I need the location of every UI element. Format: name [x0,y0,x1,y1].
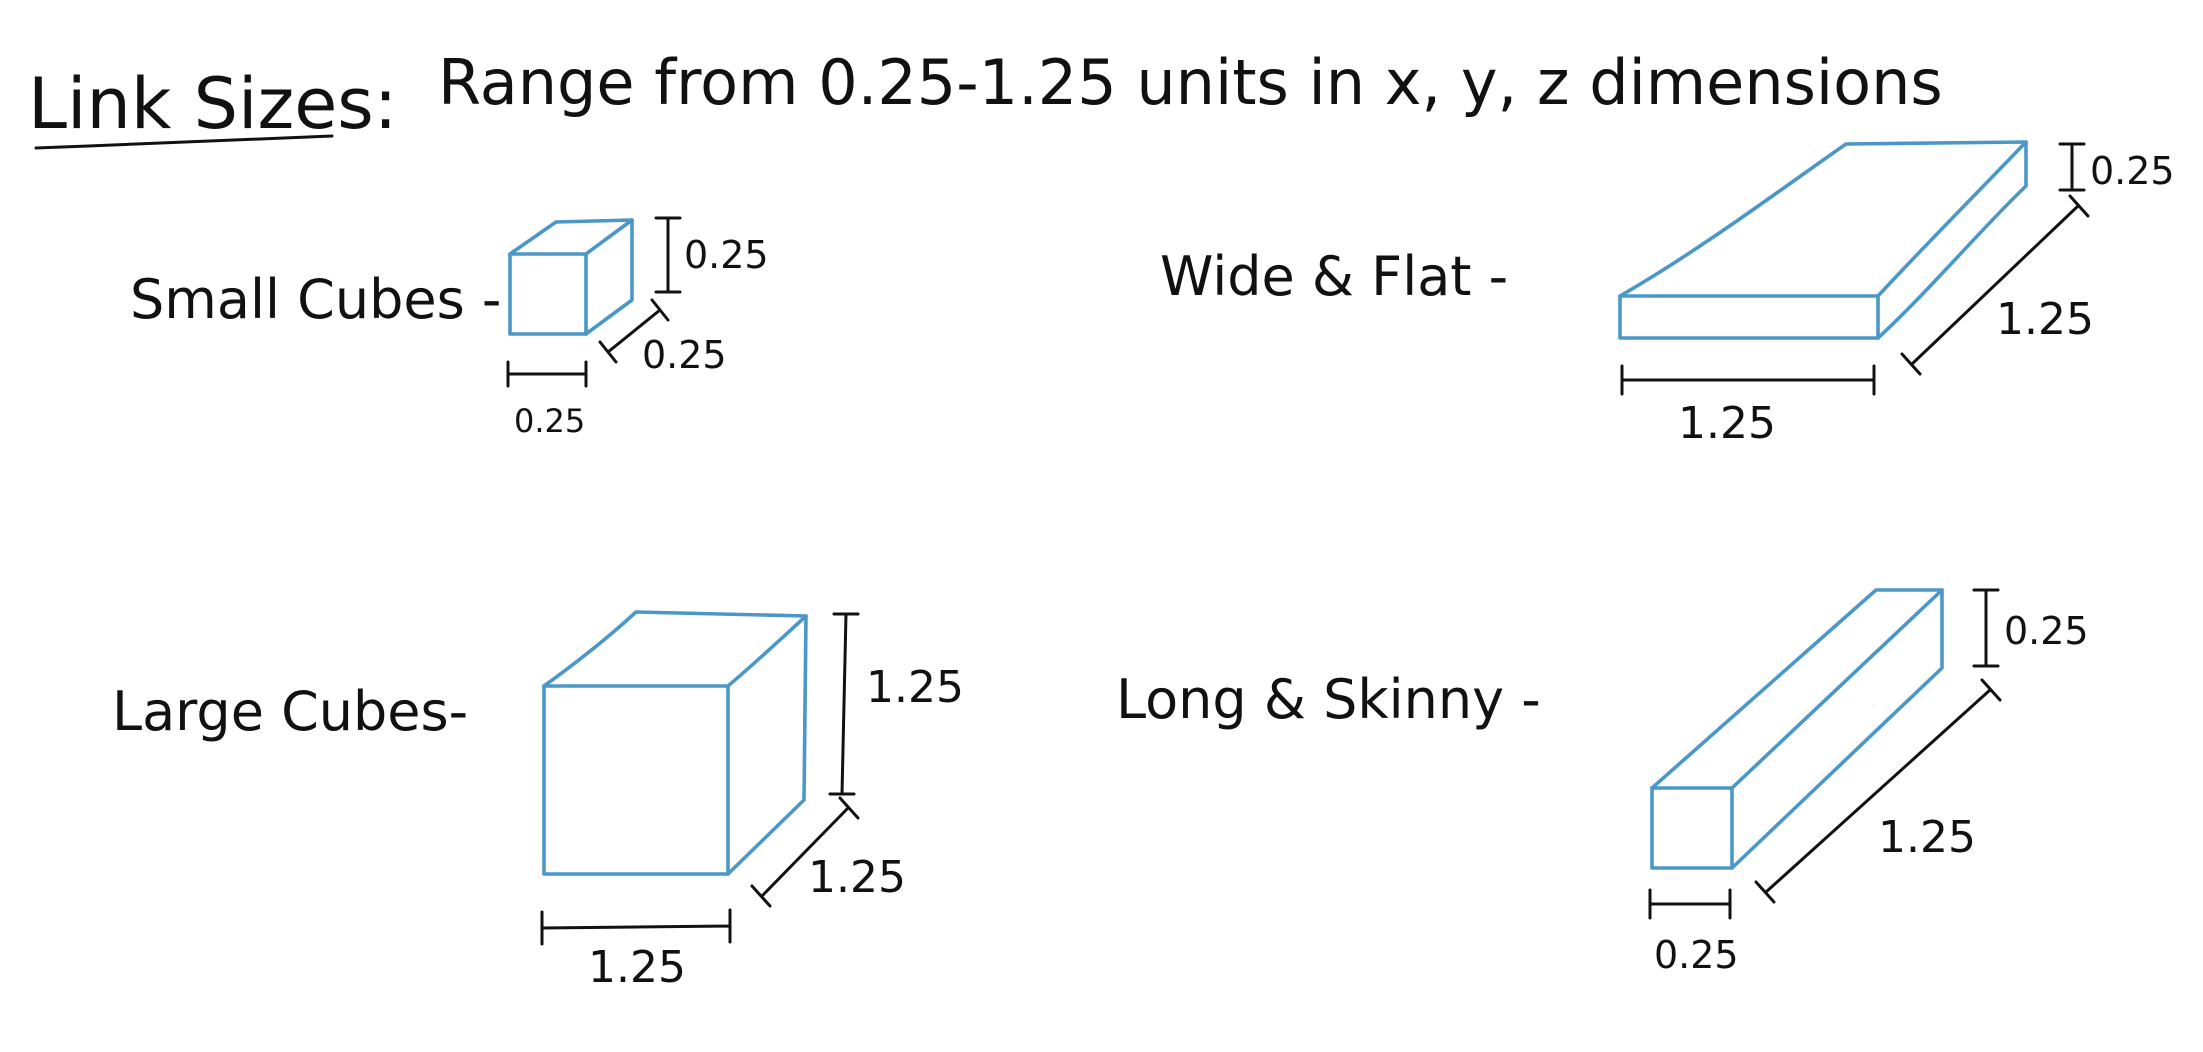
long-skinny-depth-label: 1.25 [1878,812,1976,863]
long-skinny-group: Long & Skinny - 0.25 1.25 0.25 [1116,588,2089,977]
range-description: Range from 0.25-1.25 units in x, y, z di… [438,46,1943,119]
wide-flat-label: Wide & Flat - [1160,245,1508,308]
small-cube-width-dimension: 0.25 [506,360,588,440]
wide-flat-width-label: 1.25 [1678,398,1776,449]
wide-flat-depth-dimension: 1.25 [1900,194,2094,376]
small-cube-height-dimension: 0.25 [654,216,769,294]
large-cube-width-dimension: 1.25 [540,908,732,993]
wide-flat-shape [1618,140,2028,340]
large-cube-height-label: 1.25 [866,662,964,713]
small-cube-width-label: 0.25 [514,402,585,440]
large-cubes-label: Large Cubes- [112,680,468,743]
small-cube-shape [508,218,634,336]
small-cube-height-label: 0.25 [684,233,769,277]
long-skinny-depth-dimension: 1.25 [1754,678,2002,904]
small-cubes-group: Small Cubes - 0.25 0.25 0.25 [130,216,769,440]
large-cube-shape [542,610,808,876]
long-skinny-width-label: 0.25 [1654,933,1739,977]
large-cubes-group: Large Cubes- 1.25 1.25 1.25 [112,610,964,993]
wide-flat-width-dimension: 1.25 [1620,364,1876,449]
large-cube-width-label: 1.25 [588,942,686,993]
title-underline [34,134,334,150]
long-skinny-shape [1650,588,1944,870]
small-cubes-label: Small Cubes - [130,268,501,331]
wide-flat-depth-label: 1.25 [1996,294,2094,345]
small-cube-depth-label: 0.25 [642,333,727,377]
large-cube-depth-label: 1.25 [808,852,906,903]
wide-flat-height-label: 0.25 [2090,149,2175,193]
large-cube-depth-dimension: 1.25 [750,796,906,908]
long-skinny-height-label: 0.25 [2004,609,2089,653]
wide-flat-group: Wide & Flat - 0.25 1.25 1.25 [1160,140,2175,449]
long-skinny-height-dimension: 0.25 [1972,588,2089,668]
page-title: Link Sizes: [28,63,397,145]
wide-flat-height-dimension: 0.25 [2058,142,2175,193]
large-cube-height-dimension: 1.25 [828,612,964,796]
small-cube-depth-dimension: 0.25 [598,298,727,377]
long-skinny-label: Long & Skinny - [1116,668,1541,731]
long-skinny-width-dimension: 0.25 [1648,888,1739,977]
